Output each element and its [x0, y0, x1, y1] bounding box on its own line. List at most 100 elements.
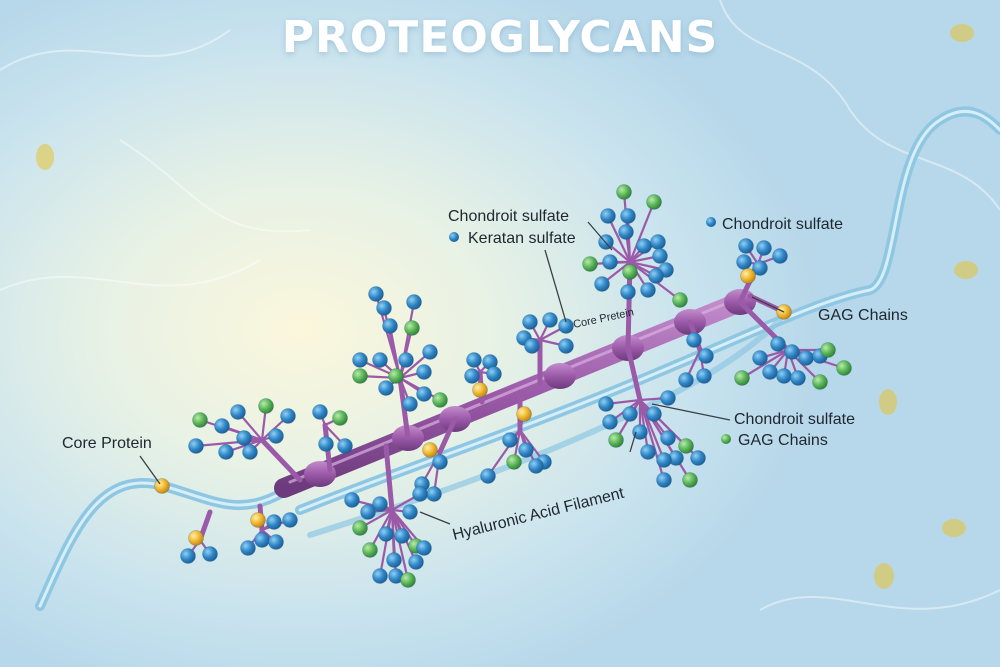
- blue-bead: [189, 439, 204, 454]
- blue-bead: [687, 333, 702, 348]
- blue-bead: [423, 345, 438, 360]
- blue-bead: [231, 405, 246, 420]
- gag-cluster: [599, 348, 706, 488]
- blue-bead: [255, 533, 270, 548]
- blue-bead: [657, 473, 672, 488]
- blue-bead: [653, 249, 668, 264]
- gag-cluster: [155, 479, 170, 494]
- blue-bead: [237, 431, 252, 446]
- label-hyaluronic: Hyaluronic Acid Filament: [451, 485, 626, 544]
- blue-bead: [383, 319, 398, 334]
- blue-bead: [661, 391, 676, 406]
- blue-bead: [361, 505, 376, 520]
- blue-bead: [623, 407, 638, 422]
- blue-bead: [603, 415, 618, 430]
- blue-bead: [377, 301, 392, 316]
- green-bead: [623, 265, 638, 280]
- gag-stem: [262, 440, 300, 480]
- blue-bead: [403, 397, 418, 412]
- blue-bead: [777, 369, 792, 384]
- blue-bead: [413, 487, 428, 502]
- green-bead: [353, 521, 368, 536]
- blue-bead: [465, 369, 480, 384]
- blue-bead: [319, 437, 334, 452]
- green-bead: [333, 411, 348, 426]
- green-bead: [617, 185, 632, 200]
- blue-bead: [641, 283, 656, 298]
- blue-bead: [641, 445, 656, 460]
- label-core-protein-left: Core Protein: [62, 435, 152, 452]
- green-bead: [821, 343, 836, 358]
- blue-bead: [373, 569, 388, 584]
- blue-bead: [387, 553, 402, 568]
- label-core-protein-small: Core Pretein: [572, 306, 635, 331]
- green-bead: [813, 375, 828, 390]
- blue-bead: [739, 239, 754, 254]
- green-bead: [679, 439, 694, 454]
- blue-bead: [243, 445, 258, 460]
- green-bead: [193, 413, 208, 428]
- blue-bead: [395, 529, 410, 544]
- blue-bead: [697, 369, 712, 384]
- blue-bead: [519, 443, 534, 458]
- blue-bead: [595, 277, 610, 292]
- blue-bead: [791, 371, 806, 386]
- yellow-bead: [473, 383, 488, 398]
- green-bead: [433, 393, 448, 408]
- yellow-bead: [251, 513, 266, 528]
- gag-cluster: [181, 512, 218, 564]
- label-chondroitin-top: Chondroit sulfate: [448, 208, 569, 225]
- blue-bead: [181, 549, 196, 564]
- blue-bead: [785, 345, 800, 360]
- blue-bead: [409, 555, 424, 570]
- blue-bead: [529, 459, 544, 474]
- blue-bead: [649, 269, 664, 284]
- blue-bead: [661, 431, 676, 446]
- blue-bead: [757, 241, 772, 256]
- blue-bead: [399, 353, 414, 368]
- blue-bead: [679, 373, 694, 388]
- blue-bead: [657, 453, 672, 468]
- blue-bead: [269, 535, 284, 550]
- blue-bead: [215, 419, 230, 434]
- blue-bead: [373, 353, 388, 368]
- yellow-bead: [423, 443, 438, 458]
- green-bead: [683, 473, 698, 488]
- yellow-bead: [155, 479, 170, 494]
- blue-bead: [771, 337, 786, 352]
- blue-bead: [345, 493, 360, 508]
- blue-bead: [621, 285, 636, 300]
- blue-bead: [203, 547, 218, 562]
- label-chondroitin-right: Chondroit sulfate: [722, 216, 843, 233]
- blue-bead: [403, 505, 418, 520]
- gag-cluster: [189, 399, 301, 481]
- blue-bead: [338, 439, 353, 454]
- green-bead: [583, 257, 598, 272]
- blue-bead: [269, 429, 284, 444]
- blue-bead: [619, 225, 634, 240]
- blue-bead: [773, 249, 788, 264]
- blue-bead: [313, 405, 328, 420]
- blue-bead: [599, 397, 614, 412]
- label-gag-mid: GAG Chains: [738, 432, 828, 449]
- blue-bead: [691, 451, 706, 466]
- blue-bead: [637, 239, 652, 254]
- blue-bead: [621, 209, 636, 224]
- green-bead: [647, 195, 662, 210]
- blue-bead: [559, 339, 574, 354]
- green-bead: [353, 369, 368, 384]
- yellow-bead: [189, 531, 204, 546]
- chondroitin-legend-dot: [706, 217, 716, 227]
- gag-cluster: [353, 287, 448, 439]
- green-bead: [837, 361, 852, 376]
- blue-bead: [525, 339, 540, 354]
- blue-bead: [523, 315, 538, 330]
- blue-bead: [651, 235, 666, 250]
- gag-cluster: [241, 506, 298, 556]
- blue-bead: [647, 407, 662, 422]
- blue-bead: [543, 313, 558, 328]
- blue-bead: [353, 353, 368, 368]
- blue-bead: [417, 365, 432, 380]
